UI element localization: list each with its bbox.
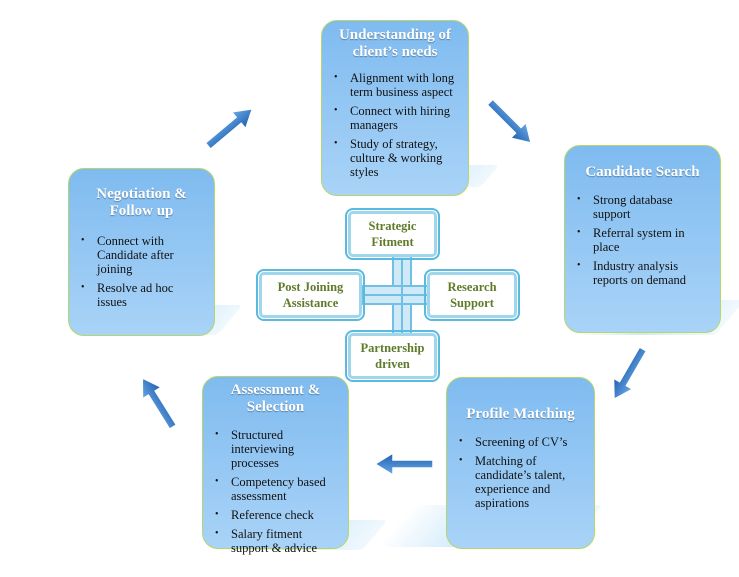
list-item: Structured interviewing processes	[215, 428, 340, 470]
center-label: Strategic Fitment	[368, 219, 417, 249]
list-item: Strong database support	[577, 193, 712, 221]
card-title: Candidate Search	[585, 164, 700, 180]
list-item: Study of strategy, culture & working sty…	[334, 137, 460, 179]
arrow-icon	[132, 371, 184, 434]
card-title: Profile Matching	[466, 406, 575, 422]
card-negotiation: Negotiation & Follow up Connect with Can…	[68, 168, 215, 336]
center-box-research-support: Research Support	[424, 269, 520, 321]
arrow-icon	[481, 93, 540, 152]
list-item: Screening of CV’s	[459, 435, 586, 449]
card-understanding: Understanding of client’s needs Alignmen…	[321, 20, 469, 196]
arrow-icon	[374, 452, 434, 476]
center-label: Post Joining Assistance	[277, 280, 344, 310]
arrow-icon	[603, 342, 654, 406]
list-item: Alignment with long term business aspect	[334, 71, 460, 99]
list-item: Competency based assessment	[215, 475, 340, 503]
list-item: Salary fitment support & advice	[215, 527, 340, 555]
card-title: Assessment & Selection	[230, 382, 321, 415]
center-box-partnership-driven: Partnership driven	[345, 330, 440, 382]
arrow-icon	[200, 99, 261, 156]
list-item: Reference check	[215, 508, 340, 522]
list-item: Referral system in place	[577, 226, 712, 254]
list-item: Matching of candidate’s talent, experien…	[459, 454, 586, 510]
center-box-post-joining-assistance: Post Joining Assistance	[256, 269, 365, 321]
list-item: Industry analysis reports on demand	[577, 259, 712, 287]
card-profile-matching: Profile Matching Screening of CV’s Match…	[446, 377, 595, 549]
card-title: Understanding of client’s needs	[338, 27, 452, 60]
card-title: Negotiation & Follow up	[96, 186, 187, 219]
card-assessment: Assessment & Selection Structured interv…	[202, 376, 349, 555]
center-box-strategic-fitment: Strategic Fitment	[345, 208, 440, 260]
card-candidate-search: Candidate Search Strong database support…	[564, 145, 721, 333]
list-item: Connect with hiring managers	[334, 104, 460, 132]
list-item: Resolve ad hoc issues	[81, 281, 206, 309]
center-label: Research Support	[447, 280, 497, 310]
list-item: Connect with Candidate after joining	[81, 234, 206, 276]
center-label: Partnership driven	[360, 341, 425, 371]
